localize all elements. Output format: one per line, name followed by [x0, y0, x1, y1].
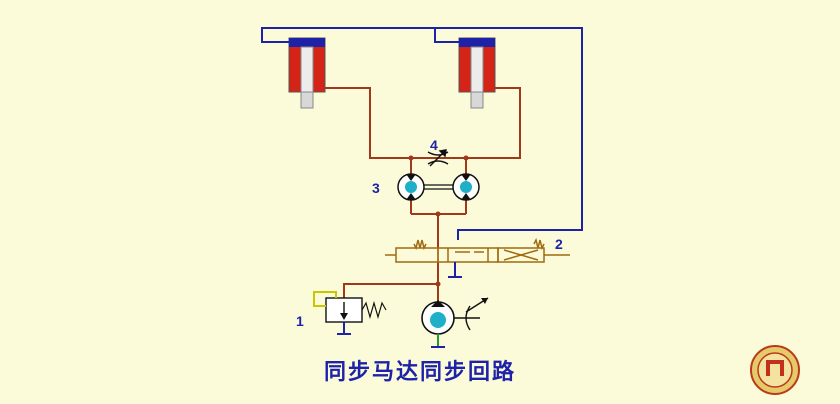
label-motors: 3: [372, 180, 380, 196]
cylinder-right: [458, 37, 496, 109]
tank-return-valve: [448, 262, 462, 278]
university-seal-logo: [750, 345, 800, 395]
label-directional-valve: 2: [555, 236, 563, 252]
label-relief-valve: 1: [296, 313, 304, 329]
diagram-caption: 同步马达同步回路: [323, 360, 516, 385]
directional-valve: [385, 237, 570, 263]
cylinder-left: [288, 37, 326, 109]
motor-left: [397, 173, 425, 201]
label-throttle-valve: 4: [430, 137, 438, 153]
upper-chamber-lines: [261, 27, 583, 240]
motor-right: [452, 173, 480, 201]
motor-shaft-coupling: [424, 184, 453, 190]
relief-valve: [313, 291, 387, 335]
pump: [421, 297, 489, 348]
oil-lines: [325, 87, 521, 304]
throttle-valve: [427, 149, 449, 167]
